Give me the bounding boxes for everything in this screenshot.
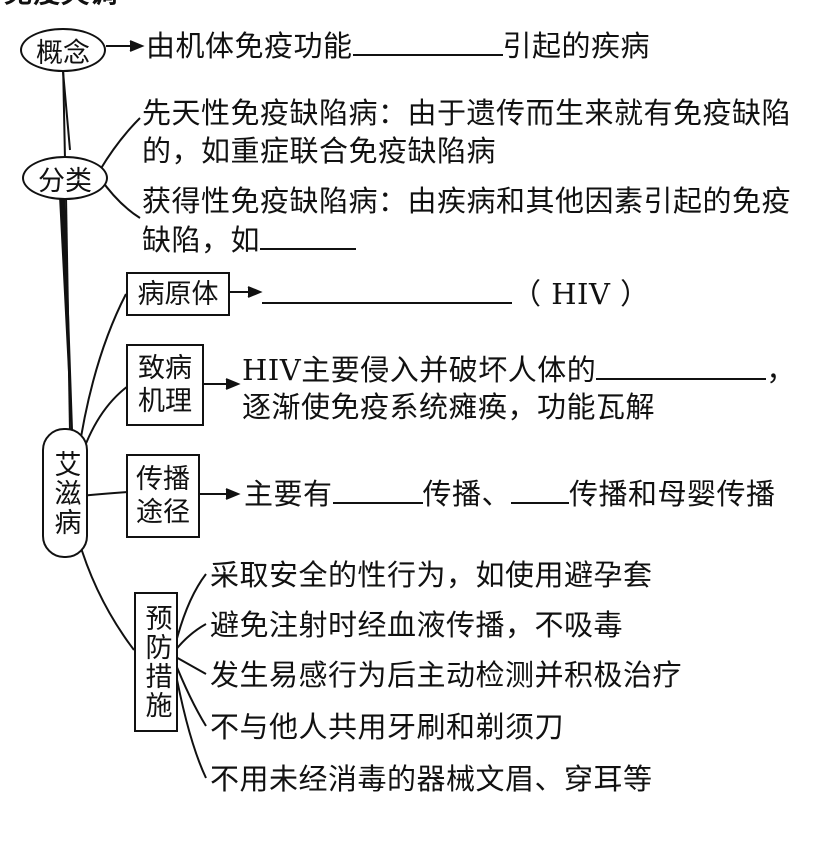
congenital-line-2: 的，如重症联合免疫缺陷病 (142, 134, 497, 168)
section-title-partial: 免疫失调 (4, 0, 118, 10)
mechanism-node-line2: 机理 (138, 386, 192, 417)
acquired-line-2: 缺陷，如 (142, 222, 357, 257)
prevention-item: 发生易感行为后主动检测并积极治疗 (210, 658, 683, 692)
spine-wedge-top (61, 59, 71, 151)
classification-node-label: 分类 (38, 165, 92, 197)
aids-branch-pathogen (77, 293, 127, 457)
transmission-text-a: 主要有 (244, 477, 333, 511)
prevention-node-label: 预防措施 (140, 604, 172, 720)
classification-node: 分类 (22, 156, 108, 200)
pathogen-node-label: 病原体 (137, 278, 219, 310)
concept-blank (352, 28, 503, 56)
spine-wedge-mid (58, 195, 73, 431)
transmission-node-line1: 传播 (136, 464, 190, 495)
aids-node: 艾滋病 (42, 428, 88, 558)
transmission-node: 传播 途径 (126, 454, 200, 538)
prevention-item: 不与他人共用牙刷和剃须刀 (210, 710, 565, 744)
concept-text-before: 由机体免疫功能 (146, 29, 353, 63)
mechanism-line-1-end: ， (766, 353, 796, 387)
pathogen-suffix: （ HIV ） (512, 277, 650, 311)
mechanism-node: 致病 机理 (126, 344, 204, 426)
transmission-node-line2: 途径 (136, 497, 190, 528)
acquired-blank (260, 222, 357, 250)
transmission-text-b: 传播、 (422, 477, 512, 511)
concept-node: 概念 (20, 28, 106, 72)
mechanism-blank (596, 352, 767, 380)
pathogen-node: 病原体 (126, 272, 230, 316)
prevention-item: 采取安全的性行为，如使用避孕套 (210, 558, 653, 592)
mechanism-line-2: 逐渐使免疫系统瘫痪，功能瓦解 (242, 390, 656, 424)
aids-node-label: 艾滋病 (49, 449, 81, 537)
prevention-node: 预防措施 (134, 592, 178, 732)
concept-text-after: 引起的疾病 (502, 29, 651, 63)
mechanism-line-1-text: HIV主要侵入并破坏人体的 (242, 353, 597, 387)
prevention-item: 不用未经消毒的器械文眉、穿耳等 (210, 762, 653, 796)
transmission-blank-1 (332, 476, 423, 504)
acquired-line-1: 获得性免疫缺陷病：由疾病和其他因素引起的免疫 (142, 184, 792, 218)
transmission-blank-2 (511, 476, 570, 504)
concept-node-label: 概念 (36, 37, 90, 69)
mechanism-node-line1: 致病 (138, 353, 192, 384)
congenital-line-1: 先天性免疫缺陷病：由于遗传而生来就有免疫缺陷 (142, 96, 792, 130)
concept-text: 由机体免疫功能 引起的疾病 (146, 28, 650, 63)
mechanism-line-1: HIV主要侵入并破坏人体的 ， (242, 352, 796, 387)
acquired-line-2-text: 缺陷，如 (142, 223, 261, 257)
prevention-item: 避免注射时经血液传播，不吸毒 (210, 608, 624, 642)
transmission-text-c: 传播和母婴传播 (569, 477, 776, 511)
pathogen-blank (262, 276, 512, 304)
class-branch-top (99, 117, 141, 171)
transmission-text: 主要有 传播、 传播和母婴传播 (244, 476, 776, 511)
pathogen-text: （ HIV ） (262, 276, 650, 311)
aids-branch-prevention (77, 537, 135, 651)
